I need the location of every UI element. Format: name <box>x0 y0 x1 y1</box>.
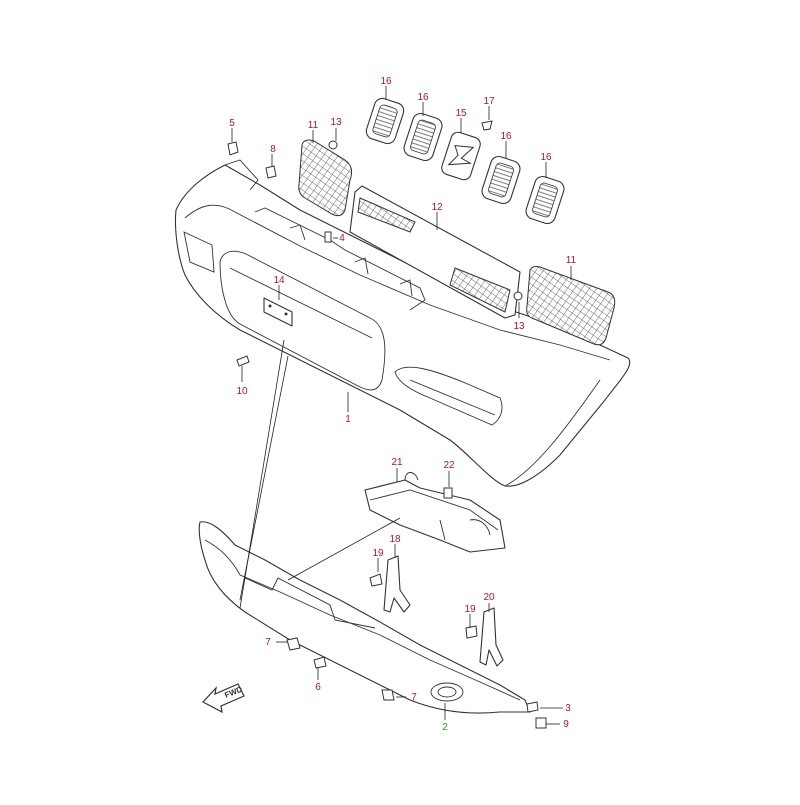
vent-insert-2 <box>403 112 443 162</box>
callout-18: 18 <box>389 534 401 545</box>
callout-16-d: 16 <box>540 152 552 163</box>
bracket-20 <box>479 607 504 667</box>
callout-13-top: 13 <box>330 117 342 128</box>
callout-16-c: 16 <box>500 131 512 142</box>
callout-11-right: 11 <box>566 255 577 266</box>
callout-16-a: 16 <box>380 76 392 87</box>
callout-19-b: 19 <box>464 604 476 615</box>
callout-16-b: 16 <box>417 92 429 103</box>
callout-3: 3 <box>565 703 571 714</box>
bracket-21 <box>364 472 506 553</box>
callout-5: 5 <box>229 118 235 129</box>
lower-spoiler <box>198 521 531 714</box>
callout-7-right: 7 <box>411 692 417 703</box>
hardware <box>227 120 547 729</box>
callout-17: 17 <box>483 96 495 107</box>
callout-12: 12 <box>431 202 443 213</box>
vent-insert-3 <box>481 155 521 205</box>
callout-9: 9 <box>563 719 569 730</box>
callout-20: 20 <box>483 592 495 603</box>
vent-insert-1 <box>365 97 405 145</box>
callout-8: 8 <box>270 144 276 155</box>
mesh-grille-12 <box>349 185 521 319</box>
callout-13-bottom: 13 <box>513 321 525 332</box>
bracket-18 <box>383 555 411 613</box>
side-grille-left <box>298 139 353 217</box>
callout-labels: 5 8 11 13 16 16 15 17 16 16 12 4 11 14 1… <box>229 76 576 733</box>
front-bumper-cover <box>174 159 631 487</box>
callout-6: 6 <box>315 682 321 693</box>
emblem-15 <box>441 131 481 181</box>
fwd-direction-arrow: FWD <box>202 683 245 714</box>
callout-leaders <box>231 86 572 725</box>
callout-1: 1 <box>345 414 351 425</box>
callout-10: 10 <box>236 386 248 397</box>
assembly-guides <box>239 339 401 609</box>
license-bracket-14 <box>263 297 293 327</box>
callout-22: 22 <box>443 460 455 471</box>
vent-insert-4 <box>525 175 565 225</box>
callout-4: 4 <box>339 233 345 244</box>
callout-15: 15 <box>455 108 467 119</box>
callout-14: 14 <box>273 275 285 286</box>
callout-21: 21 <box>391 457 403 468</box>
callout-11-left: 11 <box>308 120 319 131</box>
callout-19-a: 19 <box>372 548 384 559</box>
callout-2: 2 <box>442 722 448 733</box>
side-grille-right <box>526 265 616 346</box>
callout-7-left: 7 <box>265 637 271 648</box>
